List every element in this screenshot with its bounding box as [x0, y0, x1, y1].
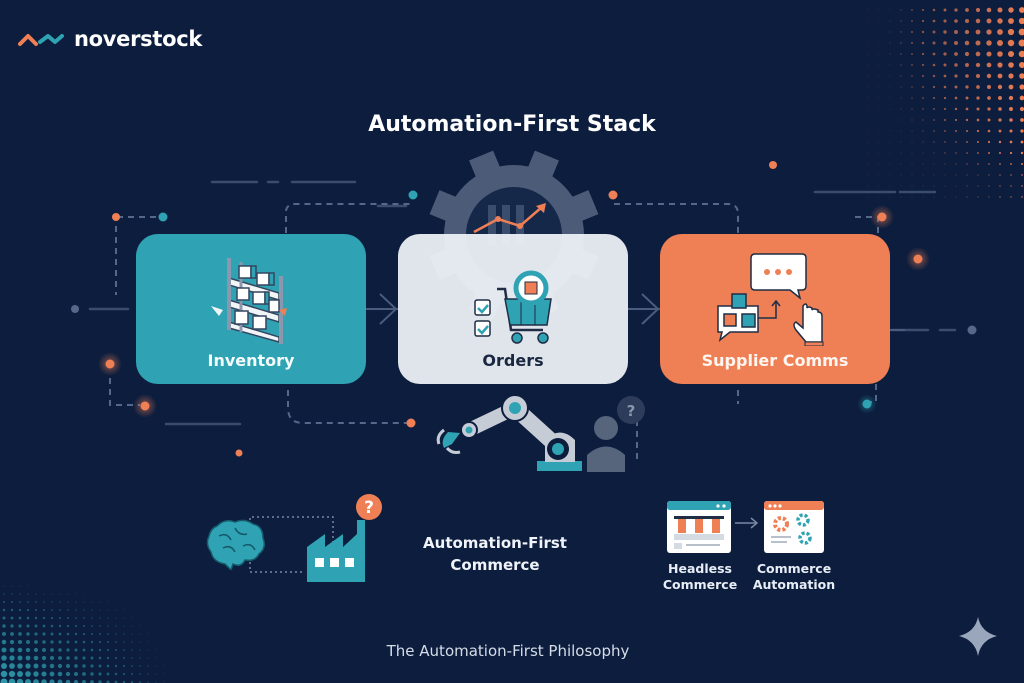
arrow-right-icon — [735, 517, 759, 529]
commerce-automation-line2: Automation — [752, 577, 836, 592]
card-label-supplier-comms: Supplier Comms — [701, 351, 849, 370]
automation-first-commerce-label: Automation-First Commerce — [405, 532, 585, 576]
brand-name: noverstock — [74, 27, 203, 51]
person-question-icon: ? — [587, 396, 645, 472]
footer-caption: The Automation-First Philosophy — [386, 642, 630, 660]
card-supplier-comms[interactable]: Supplier Comms — [660, 234, 890, 384]
card-inventory[interactable]: Inventory — [136, 234, 366, 384]
wave-logo-icon — [18, 34, 64, 46]
sparkle-icon — [959, 617, 997, 656]
brain-icon — [206, 519, 266, 570]
shopping-cart-checklist-icon — [474, 270, 552, 344]
headless-commerce-line2: Commerce — [662, 577, 738, 592]
factory-question-icon: ? — [307, 494, 382, 582]
warehouse-shelves-icon — [211, 258, 287, 344]
commerce-automation-label: Commerce Automation — [744, 561, 844, 593]
robot-arm-icon — [436, 394, 582, 471]
commerce-label-line1: Automation-First — [423, 534, 567, 552]
gears-browser-icon — [764, 501, 824, 553]
decorative-lines — [88, 180, 957, 426]
storefront-browser-icon — [667, 501, 731, 553]
page-title: Automation-First Stack — [368, 112, 656, 137]
card-label-inventory: Inventory — [207, 351, 295, 370]
flow-arrows — [366, 293, 905, 331]
card-label-orders: Orders — [482, 351, 544, 370]
headless-commerce-label: Headless Commerce — [650, 561, 750, 593]
halftone-dots-top-right — [867, 7, 1024, 198]
halftone-dots-bottom-left — [0, 569, 165, 683]
svg-text:?: ? — [627, 402, 636, 420]
svg-text:?: ? — [364, 498, 374, 518]
commerce-automation-line1: Commerce — [756, 561, 832, 576]
headless-commerce-line1: Headless — [668, 561, 732, 576]
commerce-label-line2: Commerce — [450, 556, 540, 574]
brand-logo[interactable]: noverstock — [18, 27, 202, 51]
card-orders[interactable]: Orders — [398, 234, 628, 384]
chat-cubes-pointer-icon — [717, 253, 824, 346]
node-dots — [71, 161, 977, 457]
